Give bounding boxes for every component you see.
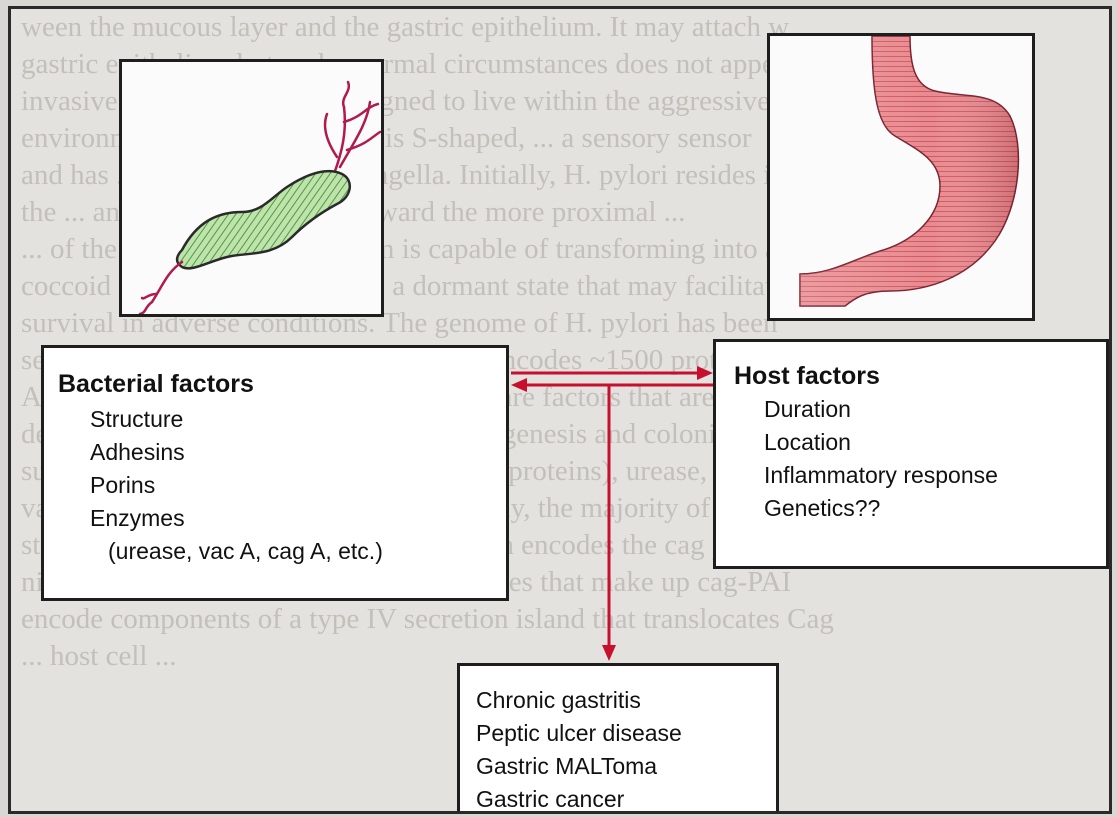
- bacterium-icon: [122, 62, 381, 314]
- bacterial-factor-item: Porins: [90, 469, 506, 502]
- bacterial-factor-item: Adhesins: [90, 436, 506, 469]
- figure-frame: ween the mucous layer and the gastric ep…: [8, 6, 1112, 814]
- stomach-image-box: [767, 33, 1035, 321]
- bacterium-image-box: [119, 59, 384, 317]
- outcomes-box: Chronic gastritis Peptic ulcer disease G…: [457, 663, 779, 814]
- bacterial-factor-item: Structure: [90, 403, 506, 436]
- bacterial-factors-title: Bacterial factors: [58, 370, 506, 399]
- background-text-line: encode components of a type IV secretion…: [21, 601, 1111, 638]
- outcome-item: Gastric MALToma: [476, 750, 776, 783]
- stomach-icon: [770, 36, 1032, 318]
- host-factor-item: Duration: [764, 393, 1106, 426]
- host-factor-item: Location: [764, 426, 1106, 459]
- bacterial-factor-item: Enzymes: [90, 502, 506, 535]
- host-factors-box: Host factors Duration Location Inflammat…: [713, 339, 1109, 569]
- bacterial-factors-list: Structure Adhesins Porins Enzymes (ureas…: [58, 399, 506, 568]
- host-factors-list: Duration Location Inflammatory response …: [734, 391, 1106, 525]
- bacterial-factors-note: (urease, vac A, cag A, etc.): [90, 535, 506, 568]
- host-factors-title: Host factors: [734, 362, 1106, 391]
- bacterial-factors-box: Bacterial factors Structure Adhesins Por…: [41, 345, 509, 601]
- outcome-item: Gastric cancer: [476, 783, 776, 814]
- outcome-item: Chronic gastritis: [476, 684, 776, 717]
- host-factor-item: Genetics??: [764, 492, 1106, 525]
- host-factor-item: Inflammatory response: [764, 459, 1106, 492]
- outcome-item: Peptic ulcer disease: [476, 717, 776, 750]
